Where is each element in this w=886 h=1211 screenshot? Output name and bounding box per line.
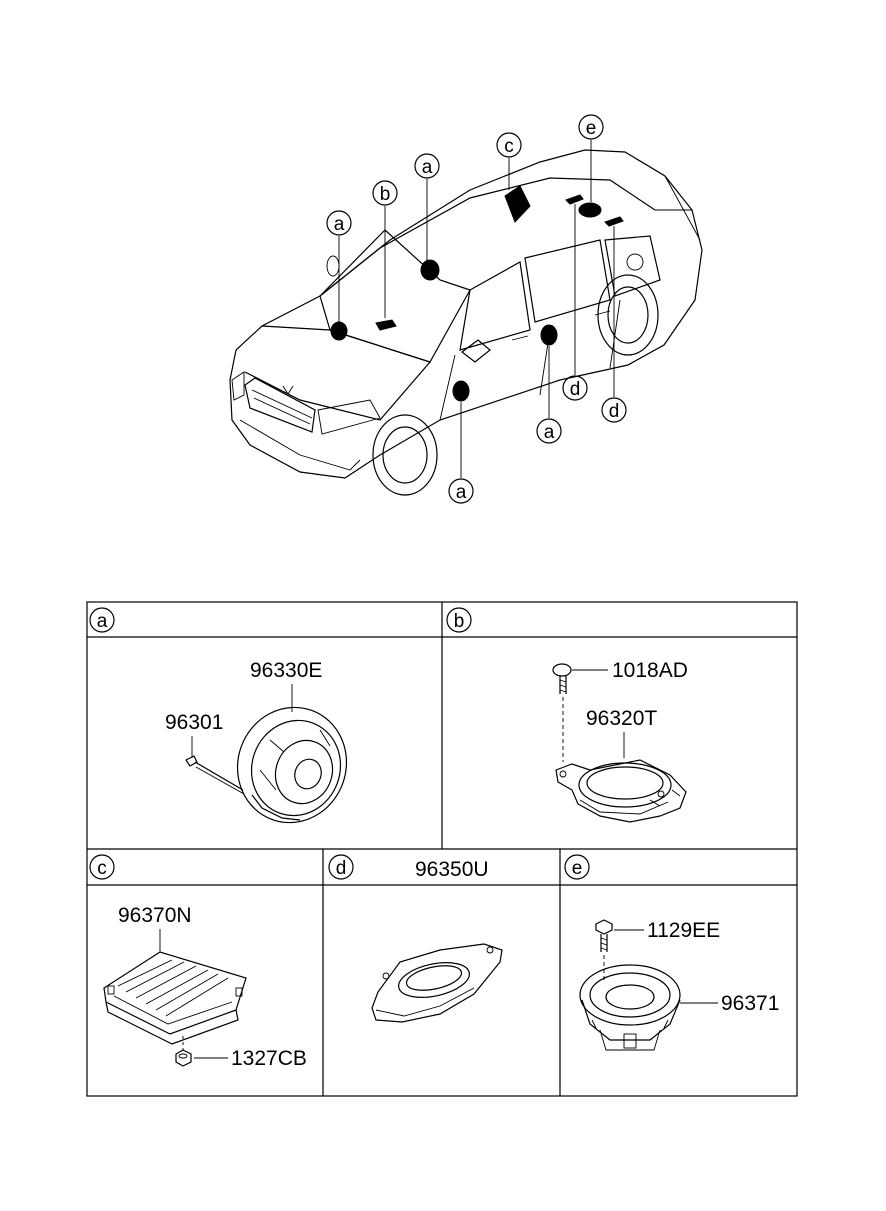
bolt-icon	[185, 755, 245, 795]
speaker-mark-rear-door	[540, 324, 558, 346]
panel-b: b 1018AD 96320T	[446, 607, 688, 823]
callout-a-rear-door: a	[536, 418, 562, 444]
panel-d: d 96350U	[328, 854, 503, 1023]
part-number-1018AD: 1018AD	[612, 659, 688, 682]
speaker-mark-dash-left	[330, 321, 348, 341]
callout-a-dash: a	[326, 210, 352, 236]
speaker-mark-rear-tweeter-right	[604, 216, 624, 227]
part-number-96350U: 96350U	[415, 858, 489, 881]
panel-a: a 96330E 96301	[89, 607, 348, 824]
part-number-96370N: 96370N	[118, 904, 192, 927]
svg-text:e: e	[586, 118, 597, 139]
parts-grid	[86, 601, 798, 1097]
svg-text:d: d	[570, 379, 581, 400]
svg-text:a: a	[334, 214, 345, 235]
svg-text:c: c	[504, 136, 514, 157]
woofer-speaker-icon	[236, 706, 348, 824]
svg-text:c: c	[97, 858, 107, 879]
callout-c: c	[496, 132, 522, 158]
part-number-96330E: 96330E	[250, 659, 322, 682]
svg-text:d: d	[609, 401, 620, 422]
svg-text:a: a	[544, 422, 555, 443]
part-number-1327CB: 1327CB	[231, 1047, 307, 1070]
callout-a-front-door: a	[448, 478, 474, 504]
svg-text:a: a	[456, 482, 467, 503]
svg-text:b: b	[380, 184, 391, 205]
car-callouts: a b a c e d d a	[326, 114, 627, 504]
svg-text:d: d	[336, 858, 347, 879]
svg-text:b: b	[454, 611, 465, 632]
car-illustration	[229, 149, 703, 496]
svg-text:a: a	[97, 611, 108, 632]
screw-icon	[595, 919, 613, 952]
rear-tweeter-speaker-icon	[371, 943, 503, 1023]
speaker-mark-front-door-upper	[420, 259, 440, 281]
part-number-96320T: 96320T	[586, 707, 657, 730]
part-number-1129EE: 1129EE	[647, 919, 720, 942]
svg-text:e: e	[572, 858, 583, 879]
full-range-speaker-icon	[579, 964, 681, 1051]
part-number-96301: 96301	[165, 711, 223, 734]
part-number-96371: 96371	[721, 992, 779, 1015]
screw-icon	[552, 663, 572, 694]
tweeter-speaker-icon	[555, 759, 687, 823]
speaker-mark-front-door	[452, 380, 470, 402]
callout-d-right: d	[601, 397, 627, 423]
callout-e: e	[578, 114, 604, 140]
panel-c: c 96370N 1327CB	[89, 854, 307, 1070]
speaker-mark-rear-shelf	[578, 202, 602, 218]
speaker-mark-amplifier	[504, 185, 531, 223]
nut-icon	[175, 1036, 192, 1067]
callout-b: b	[372, 180, 398, 206]
panel-e: e 1129EE 96371	[564, 854, 779, 1051]
callout-d-left: d	[562, 375, 588, 401]
speaker-mark-center-dash	[375, 319, 397, 331]
svg-text:a: a	[422, 157, 433, 178]
callout-leaders	[338, 140, 615, 478]
speaker-mark-rear-tweeter-left	[565, 194, 584, 205]
callout-a-front-upper: a	[414, 153, 440, 179]
amplifier-icon	[103, 951, 247, 1045]
